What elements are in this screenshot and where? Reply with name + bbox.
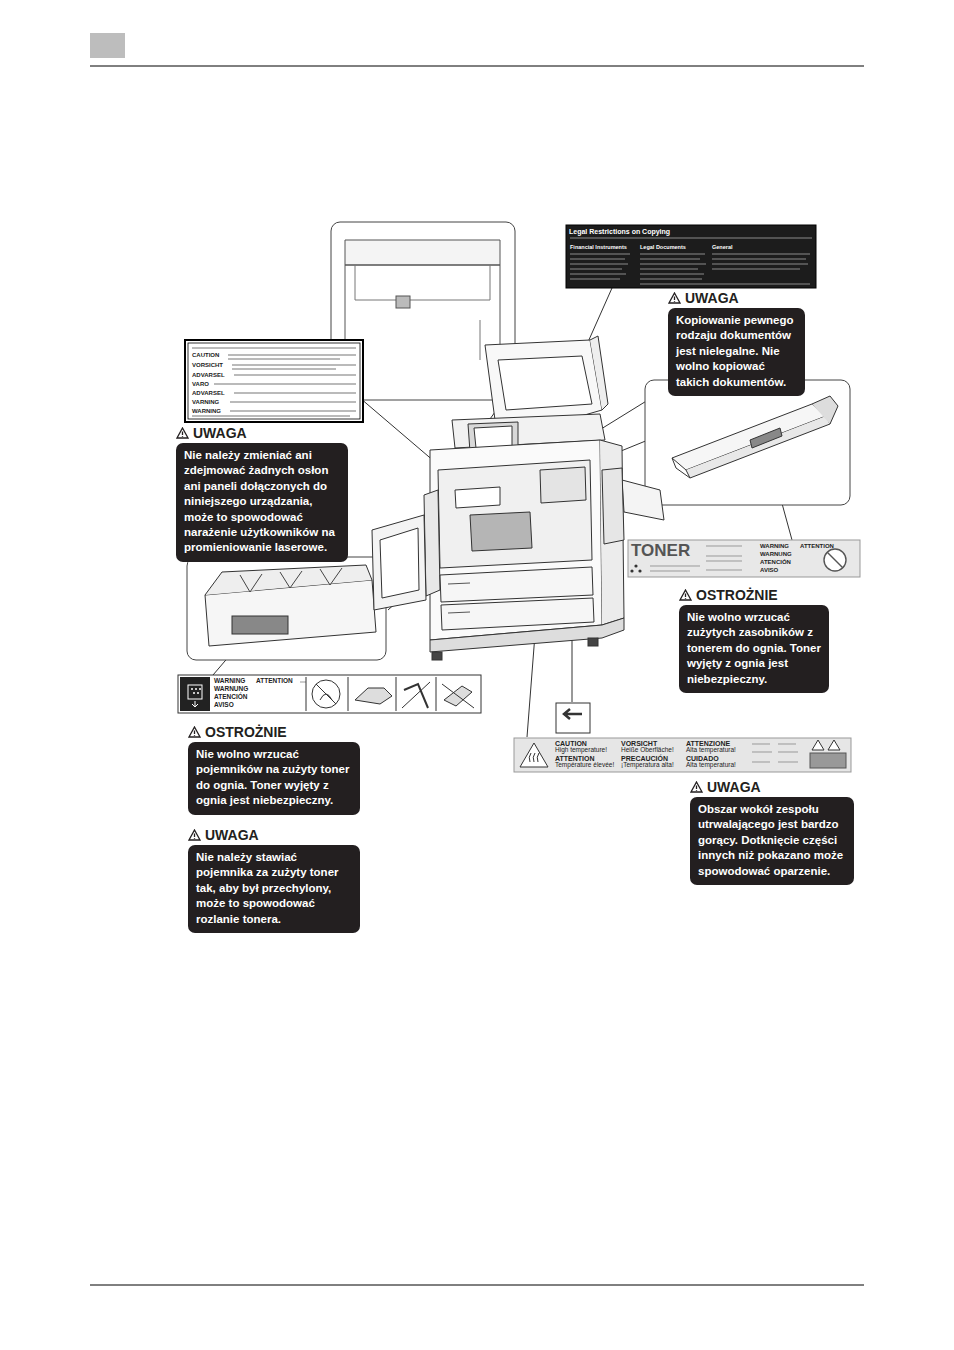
warning-box: Nie wolno wrzucać zużytych zasobników z … bbox=[679, 605, 829, 693]
label-text: ATENCIÓN bbox=[760, 559, 791, 565]
label-text: WARNING bbox=[760, 543, 789, 549]
warning-heading: OSTROŻNIE bbox=[696, 587, 778, 603]
label-text: ¡Temperatura alta! bbox=[621, 762, 674, 769]
label-text: WARNUNG bbox=[214, 686, 248, 693]
waste-toner-label bbox=[178, 675, 481, 713]
warning-callout: UWAGA Nie należy stawiać pojemnika za zuż… bbox=[188, 827, 360, 933]
warning-heading: UWAGA bbox=[685, 290, 739, 306]
warning-text: Kopiowanie pewnego rodzaju dokumentów je… bbox=[676, 313, 797, 390]
header-rule bbox=[90, 66, 864, 67]
warning-text: Nie należy zmieniać ani zdejmować żadnyc… bbox=[184, 448, 340, 556]
warning-text: Nie wolno wrzucać pojemników na zużyty t… bbox=[196, 747, 352, 809]
warning-triangle bbox=[679, 589, 692, 601]
waste-toner-inset bbox=[187, 557, 386, 660]
label-text: ATTENTION bbox=[256, 678, 293, 685]
toner-inset bbox=[645, 380, 850, 505]
label-text: AVISO bbox=[760, 567, 778, 573]
warning-box: Kopiowanie pewnego rodzaju dokumentów je… bbox=[668, 308, 805, 396]
warning-heading: UWAGA bbox=[707, 779, 761, 795]
label-text: WARNUNG bbox=[760, 551, 792, 557]
label-text: ADVARSEL bbox=[192, 372, 225, 378]
label-text: AVISO bbox=[214, 702, 234, 709]
laser-label bbox=[185, 340, 363, 422]
warning-triangle bbox=[690, 781, 703, 793]
warning-box: Nie wolno wrzucać pojemników na zużyty t… bbox=[188, 742, 360, 815]
label-text: ADVARSEL bbox=[192, 390, 225, 396]
warning-text: Nie wolno wrzucać zużytych zasobników z … bbox=[687, 610, 821, 687]
warning-callout: UWAGA Kopiowanie pewnego rodzaju dokument… bbox=[668, 290, 805, 396]
warning-heading-row: OSTROŻNIE bbox=[188, 724, 360, 740]
label-text: Financial Instruments bbox=[570, 245, 627, 251]
toner-label bbox=[628, 540, 860, 577]
label-text: CAUTION bbox=[192, 352, 219, 358]
label-text: VARO bbox=[192, 381, 209, 387]
chapter-tab bbox=[90, 33, 125, 58]
label-text: Heiße Oberfläche! bbox=[621, 747, 674, 754]
warning-box: Nie należy zmieniać ani zdejmować żadnyc… bbox=[176, 443, 348, 562]
warning-callout: OSTROŻNIE Nie wolno wrzucać pojemników na… bbox=[188, 724, 360, 815]
legal-label bbox=[566, 225, 816, 288]
warning-heading-row: UWAGA bbox=[188, 827, 360, 843]
label-text: ATENCIÓN bbox=[214, 694, 247, 701]
label-text: General bbox=[712, 245, 732, 251]
warning-heading-row: UWAGA bbox=[176, 425, 348, 441]
warning-heading: UWAGA bbox=[193, 425, 247, 441]
warning-callout: UWAGA Obszar wokół zespołu utrwalającego … bbox=[690, 779, 854, 885]
label-text: VARNING bbox=[192, 399, 219, 405]
label-text: WARNING bbox=[214, 678, 245, 685]
warning-triangle bbox=[188, 829, 201, 841]
warning-heading: OSTROŻNIE bbox=[205, 724, 287, 740]
warning-triangle bbox=[188, 726, 201, 738]
footer-rule bbox=[90, 1285, 864, 1286]
warning-triangle bbox=[668, 292, 681, 304]
warning-text: Obszar wokół zespołu utrwalającego jest … bbox=[698, 802, 846, 879]
warning-text: Nie należy stawiać pojemnika za zużyty t… bbox=[196, 850, 352, 927]
label-text: Température élevée! bbox=[555, 762, 614, 769]
warning-callout: UWAGA Nie należy zmieniać ani zdejmować ż… bbox=[176, 425, 348, 562]
warning-box: Nie należy stawiać pojemnika za zużyty t… bbox=[188, 845, 360, 933]
label-text: WARNING bbox=[192, 408, 221, 414]
label-text: VORSICHT bbox=[192, 362, 223, 368]
label-text: TONER bbox=[631, 542, 690, 560]
label-text: Legal Documents bbox=[640, 245, 686, 251]
warning-heading: UWAGA bbox=[205, 827, 259, 843]
label-text: Alta temperatura! bbox=[686, 747, 736, 754]
warning-triangle bbox=[176, 427, 189, 439]
warning-callout: OSTROŻNIE Nie wolno wrzucać zużytych zaso… bbox=[679, 587, 829, 693]
warning-heading-row: OSTROŻNIE bbox=[679, 587, 829, 603]
label-text: High temperature! bbox=[555, 747, 607, 754]
label-text: ATTENTION bbox=[800, 543, 834, 549]
label-text: Alta temperatura! bbox=[686, 762, 736, 769]
warning-box: Obszar wokół zespołu utrwalającego jest … bbox=[690, 797, 854, 885]
heat-label bbox=[514, 703, 851, 772]
label-text: Legal Restrictions on Copying bbox=[569, 228, 670, 235]
warning-heading-row: UWAGA bbox=[668, 290, 805, 306]
warning-heading-row: UWAGA bbox=[690, 779, 854, 795]
copier-drawing bbox=[372, 336, 664, 660]
